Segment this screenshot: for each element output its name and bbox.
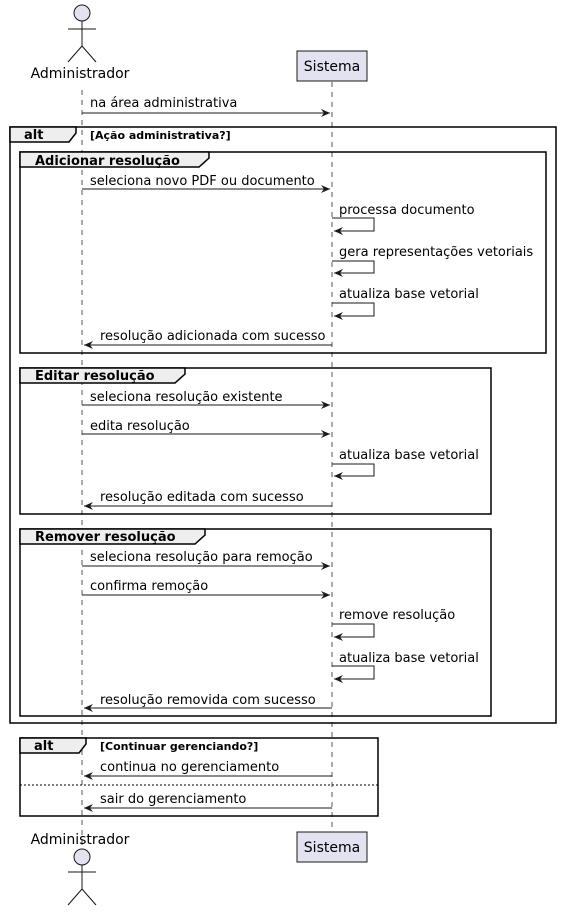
group-title: Remover resolução: [35, 530, 176, 545]
message-label: resolução editada com sucesso: [100, 490, 304, 505]
group-title: Editar resolução: [35, 369, 155, 384]
message-label: atualiza base vetorial: [339, 287, 479, 302]
message-label: seleciona resolução existente: [90, 390, 283, 405]
message-label: sair do gerenciamento: [100, 792, 246, 807]
message-label: edita resolução: [90, 419, 190, 434]
group-remover-resolucao: Remover resolução: [19, 528, 492, 717]
actor-head-icon: [73, 4, 91, 22]
message-label: na área administrativa: [90, 96, 237, 111]
message-label: gera representações vetoriais: [339, 245, 533, 260]
message-label: processa documento: [339, 203, 475, 218]
participant-label-top: Sistema: [304, 59, 360, 75]
participant-sistema-bottom: Sistema: [296, 831, 368, 863]
group-adicionar-resolucao: Adicionar resolução: [19, 151, 547, 354]
alt-condition: [Continuar gerenciando?]: [100, 740, 258, 753]
alt-keyword: alt: [34, 739, 53, 754]
alt-condition: [Ação administrativa?]: [90, 129, 231, 142]
actor-administrador-bottom: Administrador: [31, 832, 130, 906]
message-label: atualiza base vetorial: [339, 651, 479, 666]
message-label: atualiza base vetorial: [339, 448, 479, 463]
self-message-arrow: [332, 260, 375, 277]
participant-box: [296, 50, 368, 82]
message-label: continua no gerenciamento: [100, 760, 279, 775]
self-message-arrow: [332, 665, 375, 683]
message-label: resolução removida com sucesso: [100, 693, 316, 708]
self-message-arrow: [332, 302, 375, 320]
actor-label-bottom: Administrador: [31, 832, 130, 848]
message-label: confirma remoção: [90, 579, 208, 594]
message-label: seleciona resolução para remoção: [90, 550, 313, 565]
actor-head-icon: [73, 848, 91, 866]
message-label: resolução adicionada com sucesso: [100, 329, 326, 344]
self-message-arrow: [332, 463, 375, 480]
alt-fragment-continuar: alt [Continuar gerenciando?]: [19, 737, 379, 817]
alt-fragment-acao: alt [Ação administrativa?]: [9, 126, 557, 724]
actor-administrador-top: Administrador: [31, 4, 130, 82]
actor-label-top: Administrador: [31, 66, 130, 82]
participant-sistema-top: Sistema: [296, 50, 368, 82]
message-label: remove resolução: [339, 608, 455, 623]
participant-label-bottom: Sistema: [304, 840, 360, 856]
self-message-arrow: [332, 217, 375, 235]
group-title: Adicionar resolução: [35, 154, 180, 169]
participant-box: [296, 831, 368, 863]
alt-keyword: alt: [24, 128, 43, 143]
self-message-arrow: [332, 623, 375, 641]
group-editar-resolucao: Editar resolução: [19, 367, 492, 515]
message-label: seleciona novo PDF ou documento: [90, 174, 315, 189]
